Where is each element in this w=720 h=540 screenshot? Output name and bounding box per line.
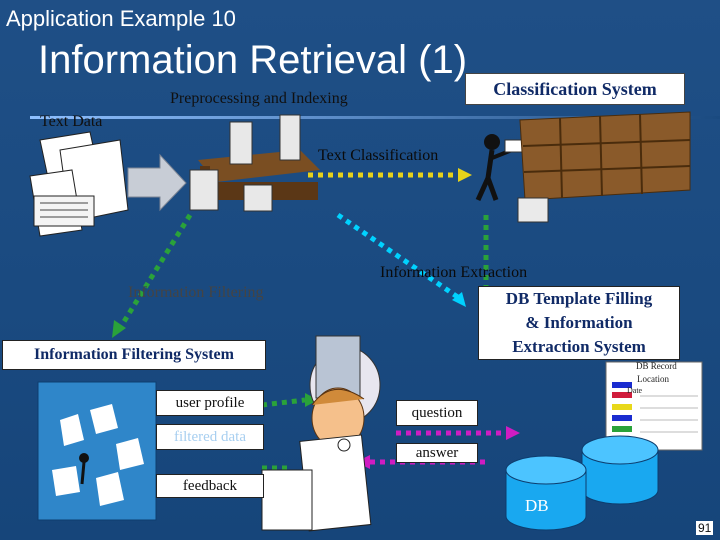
answer-box: answer [396,443,478,463]
classification-system-box: Classification System [465,73,685,105]
db-label: DB [525,496,549,515]
slide-title: Information Retrieval (1) [38,38,468,82]
arrow-user-profile [261,397,306,408]
db-template-line2: & Information [525,313,633,332]
location-label: Location [637,374,669,384]
desk-illustration [189,114,320,212]
filing-cabinet-illustration [517,111,691,223]
user-panel-illustration [37,381,157,521]
db-template-line3: Extraction System [512,337,646,356]
db-template-box: DB Template Filling & Information Extrac… [478,286,680,360]
db-template-line1: DB Template Filling [505,289,653,308]
question-box: question [396,400,478,426]
header-rule [30,116,720,119]
text-classification-label: Text Classification [318,147,439,164]
page-number: 91 [696,521,714,535]
information-filtering-label: Information Filtering [128,284,264,301]
filtering-system-box: Information Filtering System [2,340,266,370]
db-record-label: DB Record [636,361,677,371]
papers-illustration [29,131,129,237]
slide-subtitle: Application Example 10 [6,6,236,31]
arrow-filtering [117,213,193,330]
filtered-data-box: filtered data [156,424,264,450]
feedback-box: feedback [156,474,264,498]
date-label: Date [627,386,643,395]
filing-person-illustration [475,134,528,202]
arrow-extraction-diag [336,212,464,303]
big-right-arrow [127,153,187,212]
db-cylinders-illustration [505,435,659,531]
user-profile-box: user profile [156,390,264,416]
db-record-illustration [605,361,703,451]
cartoon-man-illustration [261,335,381,532]
preprocessing-label: Preprocessing and Indexing [170,90,348,107]
information-extraction-label: Information Extraction [380,264,528,281]
text-data-label: Text Data [40,113,103,130]
